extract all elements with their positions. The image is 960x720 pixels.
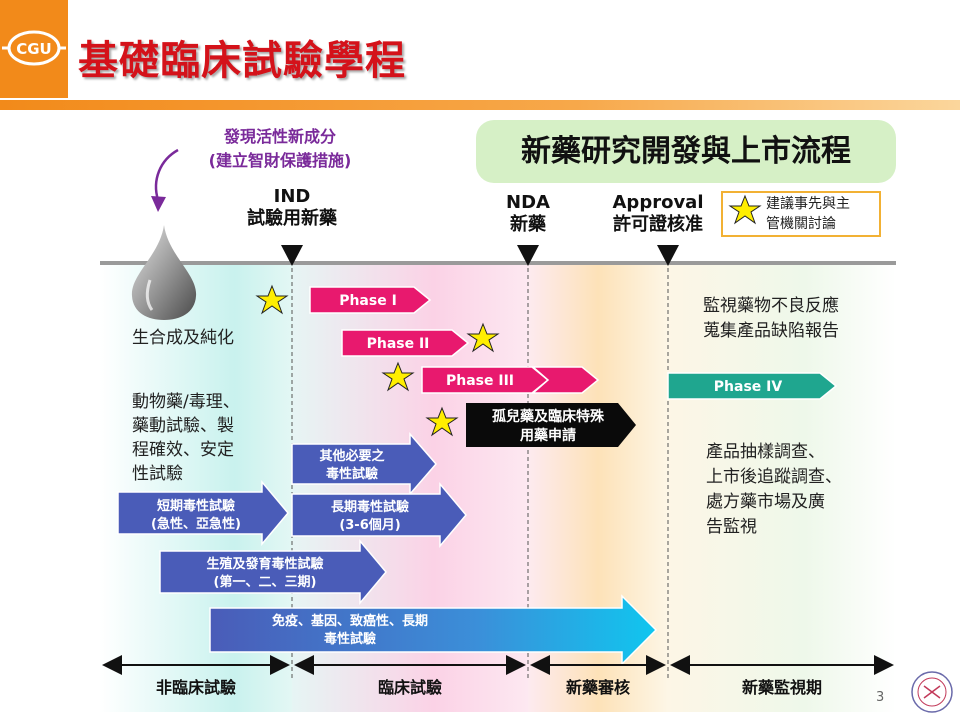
discovery-line2: (建立智財保護措施) xyxy=(208,151,352,170)
other-tox-label-2: 毒性試驗 xyxy=(326,466,378,482)
survey-line4: 告監視 xyxy=(706,517,757,537)
compound-drop-icon xyxy=(131,225,197,320)
immuno-tox-label-2: 毒性試驗 xyxy=(324,631,376,647)
legend-text: 建議事先與主 管機關討論 xyxy=(766,194,876,234)
short-tox-label-2: (急性、亞急性) xyxy=(151,516,241,532)
nda-milestone: NDA 新藥 xyxy=(478,192,578,236)
survey-line2: 上市後追蹤調查、 xyxy=(706,467,842,487)
phase2-label: Phase II xyxy=(367,336,430,352)
phase3-star-icon xyxy=(381,361,415,392)
other-tox-label-1: 其他必要之 xyxy=(319,448,384,464)
monitor-line2: 蒐集產品缺陷報告 xyxy=(703,321,839,341)
pharm-line1: 動物藥/毒理、 xyxy=(132,392,240,412)
timeline-bar xyxy=(100,261,896,265)
stage-clinical: 臨床試驗 xyxy=(377,678,442,697)
nda-en: NDA xyxy=(506,192,550,213)
approval-marker xyxy=(657,245,679,266)
pharm-line2: 藥動試驗、製 xyxy=(132,416,234,436)
repro-tox-label-1: 生殖及發育毒性試驗 xyxy=(206,556,323,572)
orphan-label-2: 用藥申請 xyxy=(520,427,576,444)
repro-tox-arrow xyxy=(159,538,387,606)
postmarket-survey: 產品抽樣調查、 上市後追蹤調查、 處方藥市場及廣 告監視 xyxy=(706,440,842,540)
page-number: 3 xyxy=(876,690,885,705)
pharm-line4: 性試驗 xyxy=(132,464,183,484)
short-tox-label-1: 短期毒性試驗 xyxy=(157,498,235,514)
ind-zh: 試驗用新藥 xyxy=(247,208,337,229)
ind-milestone: IND 試驗用新藥 xyxy=(232,186,352,230)
phase1-label: Phase I xyxy=(339,293,397,309)
legend-line1: 建議事先與主 xyxy=(766,196,850,212)
university-seal xyxy=(911,671,953,713)
orphan-drug-arrow xyxy=(466,403,636,447)
postmarket-monitor: 監視藥物不良反應 蒐集產品缺陷報告 xyxy=(703,294,839,344)
preclinical-tests: 動物藥/毒理、 藥動試驗、製 程確效、安定 性試驗 xyxy=(132,390,240,486)
phase2-arrow xyxy=(341,329,470,357)
approval-zh: 許可證核准 xyxy=(613,214,703,235)
phase3-label: Phase III xyxy=(446,373,514,389)
phase4-arrow xyxy=(667,372,838,400)
title-underline xyxy=(0,100,960,110)
long-tox-label-2: (3-6個月) xyxy=(339,517,400,533)
orphan-star-icon xyxy=(425,406,459,437)
logo-block: CGU xyxy=(0,0,68,98)
long-tox-label-1: 長期毒性試驗 xyxy=(331,499,409,515)
synthesis-text: 生合成及純化 xyxy=(132,328,234,348)
legend-line2: 管機關討論 xyxy=(766,216,836,232)
monitoring-band xyxy=(668,262,896,712)
stage-review: 新藥審核 xyxy=(565,678,630,697)
stage-preclinical: 非臨床試驗 xyxy=(155,678,236,697)
survey-line3: 處方藥市場及廣 xyxy=(706,492,825,512)
svg-text:CGU: CGU xyxy=(16,40,52,58)
main-title-box xyxy=(476,120,896,183)
discovery-line1: 發現活性新成分 xyxy=(223,127,336,146)
immuno-tox-arrow xyxy=(209,594,658,666)
company-logo: CGU xyxy=(2,30,66,66)
approval-en: Approval xyxy=(612,192,704,213)
pharm-line3: 程確效、安定 xyxy=(132,440,234,460)
nda-marker xyxy=(517,245,539,266)
page-title: 基礎臨床試驗學程 xyxy=(78,38,406,84)
monitor-line1: 監視藥物不良反應 xyxy=(703,296,839,316)
phase4-label: Phase IV xyxy=(714,379,783,395)
stage-monitoring: 新藥監視期 xyxy=(741,678,822,697)
discovery-note: 發現活性新成分 (建立智財保護措施) xyxy=(180,125,380,173)
main-title: 新藥研究開發與上市流程 xyxy=(521,134,851,169)
discovery-arrow xyxy=(154,148,179,201)
long-tox-arrow xyxy=(291,481,467,549)
other-tox-arrow xyxy=(291,431,437,497)
short-tox-arrow xyxy=(117,479,289,547)
ind-en: IND xyxy=(273,186,311,207)
phase2-star-icon xyxy=(466,322,500,353)
approval-milestone: Approval 許可證核准 xyxy=(598,192,718,236)
repro-tox-label-2: (第一、二、三期) xyxy=(214,574,317,590)
phase3-extension-arrow xyxy=(530,366,600,394)
phase1-arrow xyxy=(309,286,432,314)
ind-star-icon xyxy=(255,284,289,315)
orphan-label-1: 孤兒藥及臨床特殊 xyxy=(492,408,605,425)
nda-zh: 新藥 xyxy=(510,214,546,235)
immuno-tox-label-1: 免疫、基因、致癌性、長期 xyxy=(272,613,428,629)
ind-marker xyxy=(281,245,303,266)
legend-star-icon xyxy=(728,194,762,225)
survey-line1: 產品抽樣調查、 xyxy=(706,442,825,462)
